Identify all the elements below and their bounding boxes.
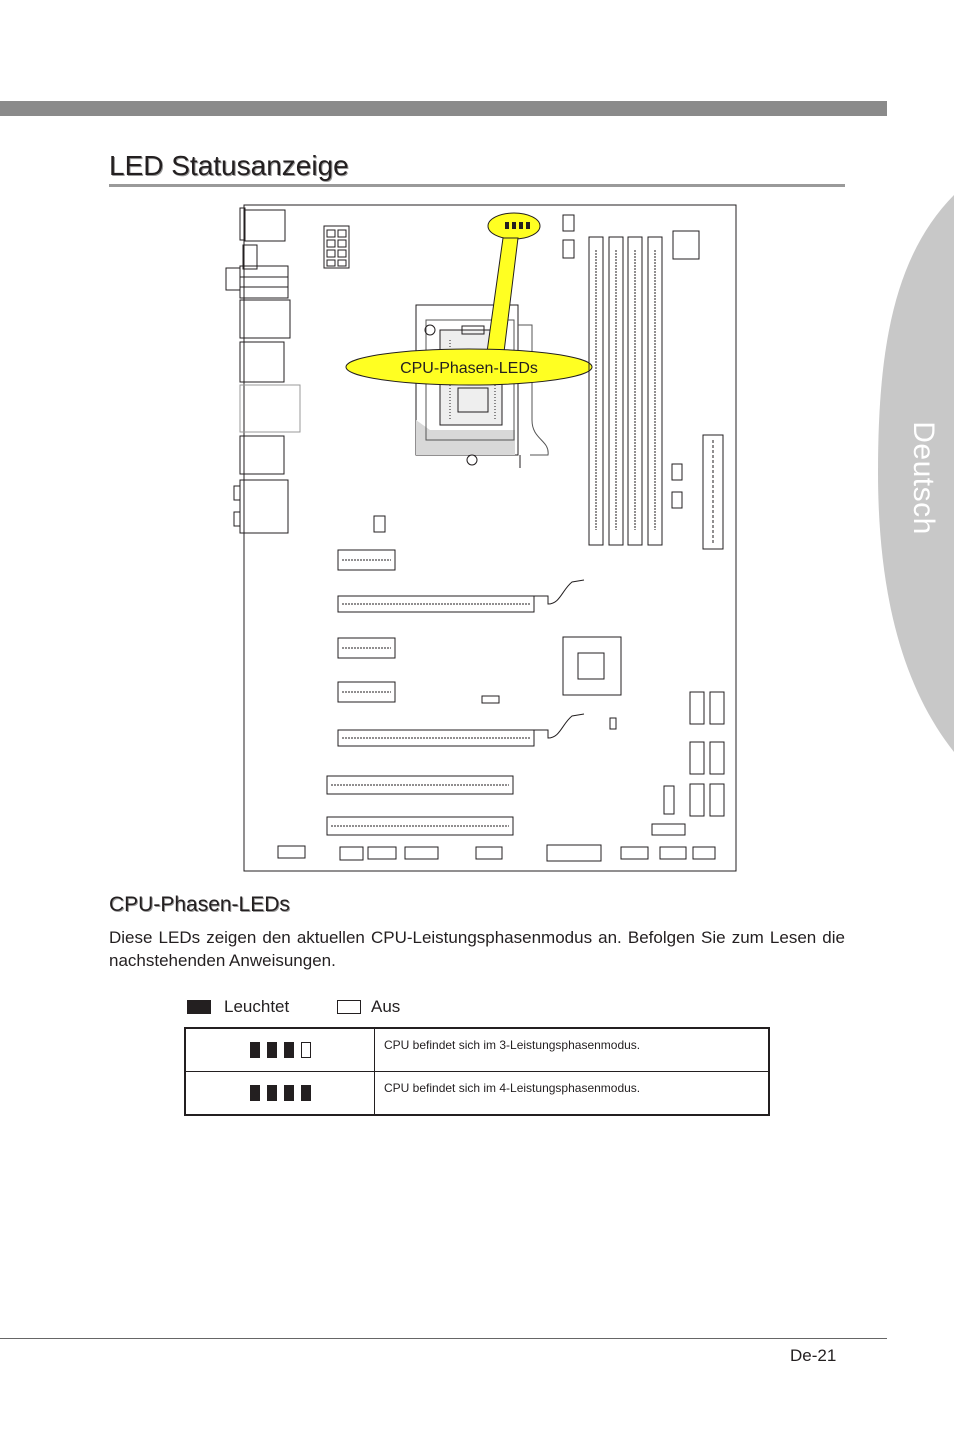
title-underline (109, 184, 845, 187)
led-indicator (249, 1084, 260, 1101)
page-title: LED Statusanzeige (109, 150, 349, 181)
led-off-label: Aus (371, 997, 401, 1016)
header-bar (0, 101, 887, 116)
table-row: CPU befindet sich im 3-Leistungsphasenmo… (184, 1028, 770, 1072)
led-pattern-cell (184, 1028, 375, 1072)
footer-rule (0, 1338, 887, 1339)
led-status-table: CPU befindet sich im 3-Leistungsphasenmo… (184, 1027, 770, 1116)
page-number: De-21 (790, 1346, 837, 1365)
subsection-body: Diese LEDs zeigen den aktuellen CPU-Leis… (109, 928, 845, 970)
subsection-title: CPU-Phasen-LEDs (109, 893, 290, 916)
led-indicator (266, 1041, 277, 1058)
led-indicator (300, 1041, 311, 1058)
led-indicator (283, 1084, 294, 1101)
led-pattern (249, 1041, 311, 1058)
led-indicator (300, 1084, 311, 1101)
led-pattern (249, 1084, 311, 1101)
led-pattern-cell (184, 1071, 375, 1115)
table-row: CPU befindet sich im 4-Leistungsphasenmo… (184, 1071, 770, 1115)
language-tab-label: Deutsch (907, 421, 940, 535)
callout-label: CPU-Phasen-LEDs (400, 360, 538, 377)
led-on-swatch (187, 1000, 211, 1014)
led-indicator (266, 1084, 277, 1101)
led-description-cell: CPU befindet sich im 3-Leistungsphasenmo… (374, 1028, 770, 1072)
led-indicator (249, 1041, 260, 1058)
motherboard-diagram: CPU-Phasen-LEDs (225, 204, 737, 872)
led-on-label: Leuchtet (224, 997, 290, 1016)
led-off-swatch (337, 1000, 361, 1014)
led-description-cell: CPU befindet sich im 4-Leistungsphasenmo… (374, 1071, 770, 1115)
led-indicator (283, 1041, 294, 1058)
